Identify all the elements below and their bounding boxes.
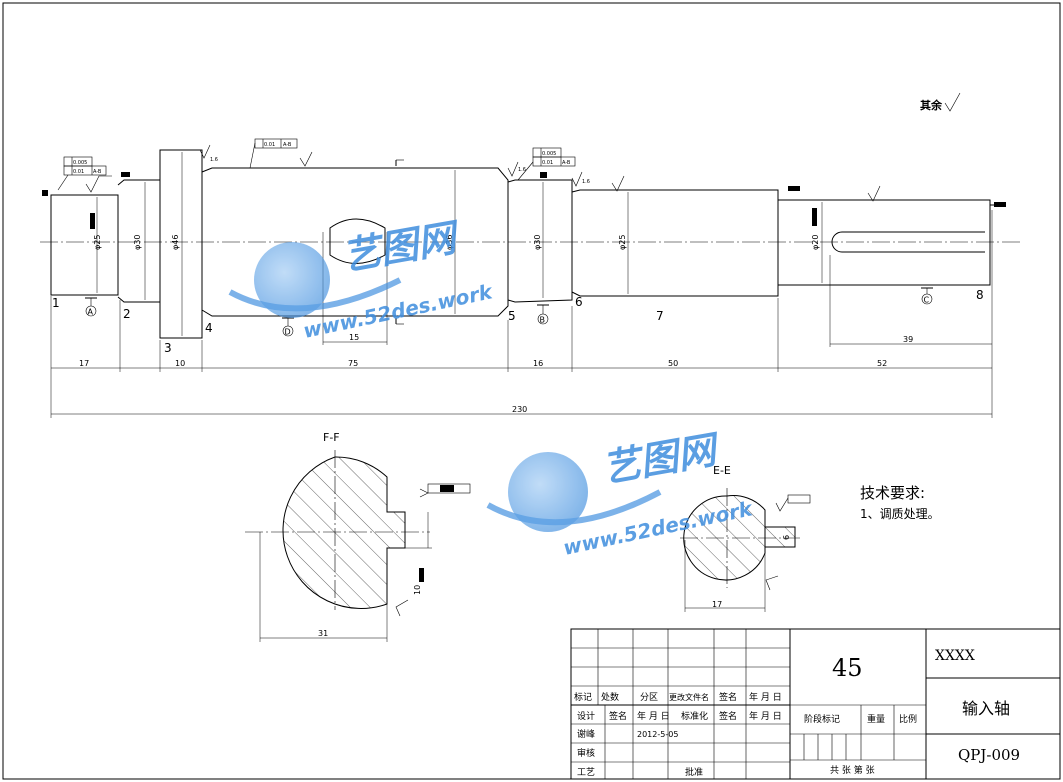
- svg-text:B: B: [540, 316, 546, 325]
- material: 45: [832, 654, 863, 682]
- svg-text:1.6: 1.6: [582, 179, 590, 185]
- svg-text:标记: 标记: [574, 691, 592, 703]
- section-ee: E-E 17 6: [680, 464, 811, 612]
- watermark-name-2: 艺图网: [599, 427, 724, 491]
- diameter-label-7: φ20: [811, 235, 820, 250]
- svg-text:工艺: 工艺: [577, 767, 595, 778]
- dim-39: 39: [903, 335, 913, 344]
- tech-req-title: 技术要求:: [860, 484, 925, 502]
- dim-75: 75: [348, 359, 358, 368]
- part-name: 输入轴: [962, 699, 1010, 718]
- drawing-number: QPJ-009: [958, 746, 1020, 764]
- tolerance-frame-left: 0.005 0.01 A-B: [57, 156, 107, 191]
- svg-text:A-B: A-B: [562, 160, 571, 166]
- svg-text:分区: 分区: [640, 692, 658, 703]
- svg-text:0.01: 0.01: [542, 160, 553, 166]
- dim-10: 10: [175, 359, 185, 368]
- svg-text:共 张 第 张: 共 张 第 张: [830, 764, 875, 776]
- axial-dimensions: [50, 210, 993, 418]
- dim-230: 230: [512, 405, 527, 414]
- svg-text:A-B: A-B: [93, 169, 102, 175]
- svg-text:1.6: 1.6: [210, 157, 218, 163]
- company: XXXX: [935, 648, 975, 664]
- svg-text:签名: 签名: [719, 710, 737, 722]
- designer-name: 谢峰: [577, 728, 595, 740]
- svg-text:0.01: 0.01: [73, 169, 84, 175]
- station-1: 1: [52, 296, 60, 310]
- svg-text:0.005: 0.005: [73, 160, 87, 166]
- svg-text:批准: 批准: [685, 766, 703, 778]
- svg-text:标准化: 标准化: [681, 710, 708, 722]
- dim-52: 52: [877, 359, 887, 368]
- dim-16: 16: [533, 359, 543, 368]
- station-2: 2: [123, 307, 131, 321]
- station-7: 7: [656, 309, 664, 323]
- svg-text:D: D: [285, 328, 291, 337]
- diameter-label-5: φ30: [533, 235, 542, 250]
- keyway-end: [831, 231, 985, 253]
- datum-A: A: [85, 297, 97, 317]
- svg-text:更改文件名: 更改文件名: [669, 692, 709, 702]
- station-8: 8: [976, 288, 984, 302]
- keyway-mid: [329, 218, 386, 264]
- svg-text:签名: 签名: [609, 710, 627, 722]
- svg-text:A: A: [88, 308, 94, 317]
- watermark-name: 艺图网: [339, 215, 464, 279]
- dim-50: 50: [668, 359, 678, 368]
- datum-B: B: [537, 304, 549, 325]
- svg-text:阶段标记: 阶段标记: [804, 713, 840, 725]
- svg-text:A-B: A-B: [283, 142, 292, 148]
- svg-text:年 月 日: 年 月 日: [749, 691, 782, 703]
- section-ff-label: F-F: [323, 431, 340, 444]
- svg-text:重量: 重量: [867, 713, 885, 725]
- diameter-label-6: φ25: [618, 235, 627, 250]
- svg-text:1.6: 1.6: [518, 167, 526, 173]
- station-3: 3: [164, 341, 172, 355]
- title-block: 标记 处数 分区 更改文件名 签名 年 月 日 设计 签名 年 月 日 标准化 …: [570, 628, 1061, 780]
- tolerance-frame-middle: 0.01 A-B: [249, 138, 298, 169]
- watermark-1: 艺图网 www.52des.work: [228, 215, 496, 343]
- section-ee-label: E-E: [713, 464, 731, 477]
- section-ff-depth: 10: [413, 585, 422, 595]
- diameter-label-2: φ30: [133, 235, 142, 250]
- svg-text:年 月 日: 年 月 日: [637, 710, 670, 722]
- station-5: 5: [508, 309, 516, 323]
- svg-text:0.01: 0.01: [264, 142, 275, 148]
- diameter-label-1: φ25: [93, 235, 102, 250]
- tech-req-item-1: 1、调质处理。: [860, 507, 940, 521]
- svg-text:处数: 处数: [601, 691, 619, 703]
- svg-text:比例: 比例: [899, 713, 917, 725]
- watermark-url: www.52des.work: [301, 279, 496, 343]
- datum-C: C: [921, 287, 933, 305]
- roughness-note: 其余: [920, 98, 943, 112]
- tolerance-frame-right: 0.005 0.01 A-B: [517, 147, 576, 181]
- section-ff: F-F 31 10: [245, 431, 471, 642]
- diameter-label-3: φ46: [171, 235, 180, 250]
- svg-text:审核: 审核: [577, 747, 595, 759]
- datum-D: D: [282, 317, 294, 337]
- diameter-label-4: φ36: [445, 235, 454, 250]
- shaft-main-view: φ25 φ30 φ46 φ36 φ30 φ25 φ20 1 2 3 4 5 6 …: [40, 92, 1020, 418]
- station-4: 4: [205, 321, 213, 335]
- dim-15: 15: [349, 333, 359, 342]
- roughness-symbols: [85, 92, 961, 202]
- svg-text:0.005: 0.005: [542, 151, 556, 157]
- svg-text:C: C: [924, 296, 930, 305]
- station-6: 6: [575, 295, 583, 309]
- section-ff-width: 31: [318, 629, 328, 638]
- design-date: 2012-5-05: [637, 730, 678, 739]
- svg-text:签名: 签名: [719, 691, 737, 703]
- section-ee-depth: 6: [782, 535, 791, 540]
- svg-text:年 月 日: 年 月 日: [749, 710, 782, 722]
- dim-17: 17: [79, 359, 89, 368]
- svg-text:设计: 设计: [577, 710, 595, 722]
- section-ee-width: 17: [712, 600, 722, 609]
